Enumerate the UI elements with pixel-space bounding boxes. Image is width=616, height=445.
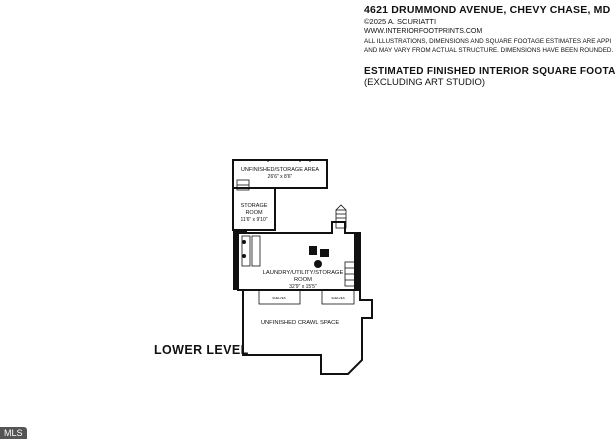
unfinished-storage-label: UNFINISHED/STORAGE AREA — [241, 167, 319, 173]
storage-room-label-1: STORAGE — [241, 203, 268, 209]
disclaimer-line-1: ALL ILLUSTRATIONS, DIMENSIONS AND SQUARE… — [364, 38, 612, 45]
floor-plan: UNFINISHED/STORAGE AREA 26'6" x 8'6" STO… — [232, 159, 373, 375]
shelves-left-label: SHELVES — [272, 296, 286, 300]
thick-wall-right — [354, 233, 360, 290]
level-label: LOWER LEVEL — [154, 343, 249, 357]
storage-room-dims: 11'6" x 9'10" — [240, 217, 267, 223]
laundry-room-label: LAUNDRY/UTILITY/STORAGE — [263, 270, 344, 276]
unfinished-storage-dims: 26'6" x 8'6" — [268, 174, 293, 180]
laundry-room-dims: 32'9" x 15'5" — [289, 284, 317, 290]
website-text: WWW.INTERIORFOOTPRINTS.COM — [364, 28, 483, 35]
crawl-space-outline — [242, 289, 373, 375]
thick-wall-top — [233, 229, 247, 233]
stairs-icon — [236, 179, 358, 287]
crawl-space-label: UNFINISHED CRAWL SPACE — [261, 320, 340, 326]
square-footage-title: ESTIMATED FINISHED INTERIOR SQUARE FOOTA — [364, 66, 616, 77]
square-footage-note: (EXCLUDING ART STUDIO) — [364, 77, 486, 88]
mls-watermark: MLS — [0, 427, 27, 439]
shelves-right — [321, 289, 355, 305]
laundry-room-label-2: ROOM — [294, 277, 312, 283]
disclaimer-line-2: AND MAY VARY FROM ACTUAL STRUCTURE. DIME… — [364, 47, 614, 54]
shelves-left — [258, 289, 301, 305]
storage-room-label-2: ROOM — [245, 210, 263, 216]
copyright-text: ©2025 A. SCURIATTI — [364, 17, 437, 26]
property-address: 4621 DRUMMOND AVENUE, CHEVY CHASE, MD — [364, 4, 611, 16]
utility-equipment — [241, 235, 329, 268]
thick-wall-left — [233, 230, 239, 290]
storage-room-outline — [232, 187, 276, 231]
shelves-right-label: SHELVES — [331, 296, 345, 300]
